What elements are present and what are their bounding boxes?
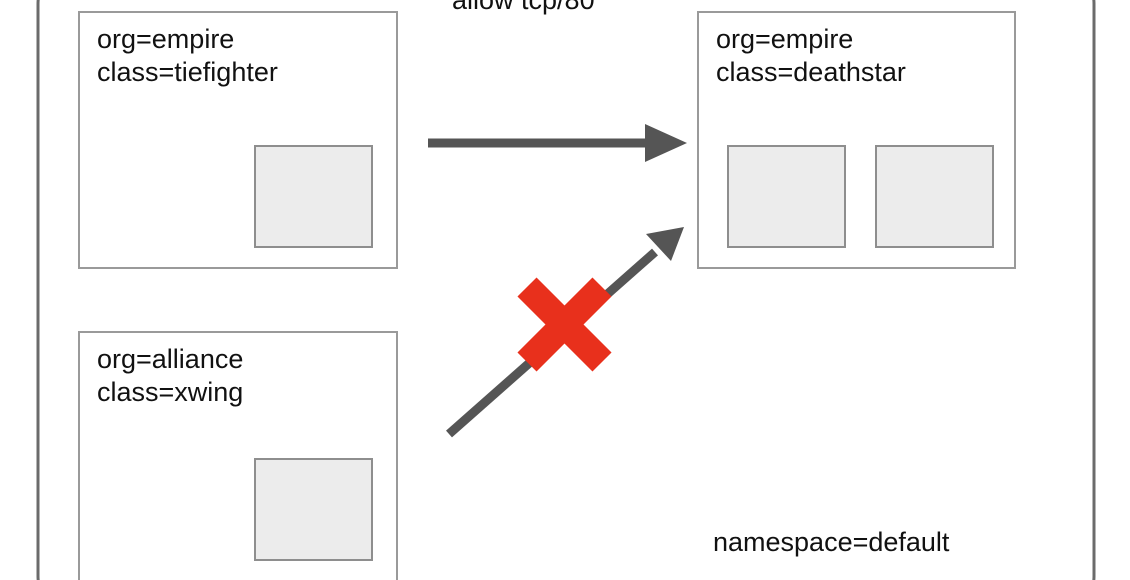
- pod-square[interactable]: [875, 145, 994, 248]
- node-box-tiefighter[interactable]: org=empire class=tiefighter: [78, 11, 398, 269]
- node-label-org: org=alliance: [97, 344, 244, 374]
- red-x-icon: [517, 277, 612, 372]
- arrow-diagonal-icon: [446, 227, 684, 438]
- node-box-deathstar[interactable]: org=empire class=deathstar: [697, 11, 1016, 269]
- pod-square[interactable]: [254, 458, 373, 561]
- node-label-org: org=empire: [716, 24, 854, 54]
- node-labels-xwing: org=alliance class=xwing: [97, 343, 243, 409]
- node-label-class: class=deathstar: [716, 57, 906, 87]
- node-label-class: class=xwing: [97, 377, 244, 407]
- arrow-right-icon: [428, 124, 687, 162]
- pod-square[interactable]: [254, 145, 373, 248]
- pod-square[interactable]: [727, 145, 846, 248]
- node-labels-tiefighter: org=empire class=tiefighter: [97, 23, 278, 89]
- node-label-class: class=tiefighter: [97, 57, 278, 87]
- node-box-xwing[interactable]: org=alliance class=xwing: [78, 331, 398, 580]
- policy-title: allow tcp/80: [452, 0, 595, 15]
- node-labels-deathstar: org=empire class=deathstar: [716, 23, 906, 89]
- node-label-org: org=empire: [97, 24, 235, 54]
- namespace-label: namespace=default: [713, 527, 950, 557]
